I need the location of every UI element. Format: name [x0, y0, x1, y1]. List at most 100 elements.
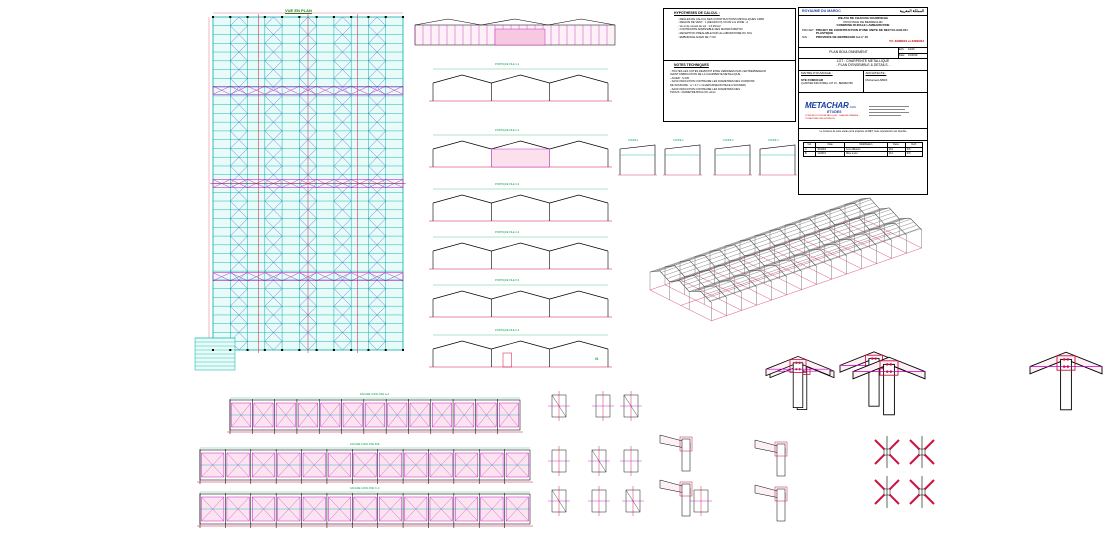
- bracing-cross: [264, 86, 283, 95]
- section-label: PORTIQUE FILE 2-2: [495, 128, 520, 132]
- small-section-label: COUPE 3: [723, 139, 734, 142]
- column-stub: [1060, 358, 1072, 411]
- section-frame: [714, 144, 751, 175]
- elevation: FACADE LONG PAN A-A: [227, 392, 523, 434]
- end-plate: [879, 360, 899, 376]
- bracing-cross: [247, 86, 265, 95]
- bolt: [798, 361, 801, 364]
- elevation: FACADE LONG PAN C-C: [197, 486, 533, 528]
- bolt: [871, 357, 874, 360]
- column-marker: [298, 349, 301, 351]
- project-label: PROJET :: [802, 27, 816, 32]
- column-marker: [229, 16, 232, 18]
- owner-name: STE FOMOCAR: [801, 77, 824, 82]
- column-marker: [384, 16, 387, 18]
- note-line: DE SOUDURE : a = 0.7 x min(EPAISSEUR PIE…: [670, 83, 746, 87]
- column-marker: [367, 349, 370, 351]
- country-label: ROYAUME DU MAROC: [802, 8, 841, 13]
- revision-cell: 11/2019: [815, 151, 846, 157]
- bracing-cross: [212, 86, 231, 95]
- iso-purlin: [689, 218, 900, 292]
- rafter: [491, 74, 550, 84]
- column-marker: [332, 349, 335, 351]
- iso-rafter: [739, 239, 802, 272]
- column-marker: [315, 349, 318, 351]
- small-section-label: COUPE 1: [628, 139, 639, 142]
- column-stub: [883, 363, 895, 416]
- hypothesis-line: - REGION DE VENT : 1 (REGION III) Vb=39 …: [678, 21, 749, 25]
- base-detail: [592, 391, 614, 421]
- note-line: - ACIER : S 235: [670, 76, 689, 80]
- bracing-detail: [909, 436, 935, 468]
- authority-label: WILAYA DE CHAOUIA OUARDIGHA: [837, 16, 889, 20]
- revision-cell: R.K: [904, 151, 924, 157]
- rafter: [491, 194, 550, 204]
- hypothesis-line: - EMBORAGE ACIER DE 7 CM: [678, 35, 716, 39]
- company-tag: ETUDES: [827, 109, 842, 114]
- bolt: [885, 370, 889, 373]
- rafter: [432, 340, 492, 350]
- longitudinal-elevations: FACADE LONG PAN A-A FACADE LONG PAN B-B FA…: [197, 392, 533, 528]
- bracing-cross: [333, 86, 352, 95]
- bolt: [874, 357, 877, 360]
- rafter: [549, 194, 609, 204]
- bolt: [885, 363, 889, 366]
- date-value: 10/2019: [908, 54, 918, 57]
- lot-label: LOT : CHARPENTE METALLIQUE: [836, 59, 890, 63]
- hypotheses-lines: - REGLES DE CALCUL DES CONSTRUCTIONS MET…: [678, 18, 795, 40]
- province-label: PROVINCE DE BERRECHID: [843, 19, 883, 24]
- section-frame: [759, 144, 796, 175]
- stiffener: [551, 489, 567, 513]
- small-section: COUPE 3: [713, 139, 752, 176]
- elevation-label: FACADE LONG PAN B-B: [350, 442, 380, 446]
- column-marker: [350, 16, 353, 18]
- haunch: [1029, 351, 1103, 375]
- land-ref: T.F. 33998/04 et 33999/04: [889, 38, 924, 43]
- plan-grid-drawing: [194, 12, 406, 371]
- haunch: [852, 356, 926, 380]
- bracing-cross: [264, 272, 283, 281]
- iso-purlin: [691, 218, 903, 292]
- haunch-detail: [754, 484, 788, 522]
- column-head: [776, 443, 786, 477]
- company-logo: METACHAR SARL ETUDES CONSTRUCTION METALL…: [799, 101, 865, 120]
- side-elevation: [414, 18, 616, 46]
- connection-detail: [852, 356, 926, 416]
- hypothesis-line: - Vo et de nouvel du sol : 1.6 kN/m2: [678, 24, 721, 28]
- bolt: [795, 361, 798, 364]
- small-section: COUPE 2: [663, 139, 702, 176]
- commune-label: COMMUNE RURALE LAMBARKIYINE: [836, 23, 890, 28]
- base-detail: [548, 446, 570, 476]
- iso-rafter: [769, 229, 832, 262]
- column-marker: [212, 16, 214, 18]
- iso-rafter: [844, 203, 907, 236]
- column-marker: [367, 16, 370, 18]
- date-label: Date: [899, 54, 905, 57]
- column-head: [681, 438, 691, 472]
- bracing-cross: [333, 272, 352, 281]
- note-line: TROUS : DIAMETRE BOULON +2mm: [670, 91, 716, 95]
- column-marker: [281, 16, 284, 18]
- haunch-detail: [659, 479, 693, 517]
- end-plate: [774, 486, 788, 502]
- lot-subtitle: - PLAN D'ENSEMBLE & DETAILS -: [836, 62, 890, 67]
- iso-purlin: [705, 225, 917, 299]
- architect-name: Mohamed ABIDI: [865, 77, 888, 82]
- foundation-line: [649, 289, 712, 321]
- column-stub: [792, 362, 804, 409]
- rafter: [549, 140, 609, 150]
- iso-purlin: [694, 218, 905, 292]
- bracing-cross: [385, 272, 404, 281]
- iso-rafter: [754, 234, 817, 267]
- connection-details: 01: [548, 351, 1103, 522]
- column-marker: [263, 16, 266, 18]
- rafter: [549, 74, 609, 84]
- section-frame: [619, 144, 656, 175]
- iso-purlin: [683, 212, 894, 286]
- iso-rafter: [829, 208, 892, 241]
- bracing-cross: [368, 86, 386, 95]
- base-detail: [690, 486, 712, 516]
- iso-purlin: [686, 215, 897, 289]
- haunch-detail: [754, 439, 788, 477]
